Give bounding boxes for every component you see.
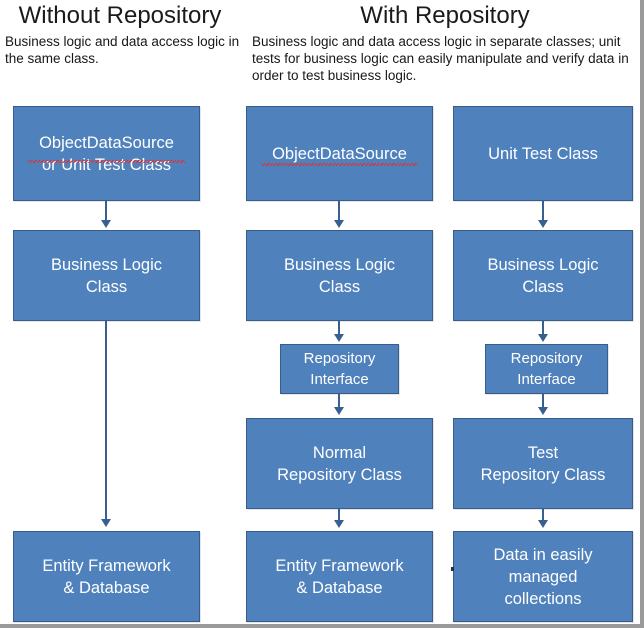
node-label: Business Logic Class [51, 255, 162, 296]
node-label: Unit Test Class [488, 144, 598, 163]
node-label: Entity Framework & Database [275, 556, 404, 597]
node-business-logic-class[interactable]: Business Logic Class [13, 230, 200, 321]
node-label: Business Logic Class [284, 255, 395, 296]
column-title-without-repository: Without Repository [18, 2, 222, 29]
column-description-without-repository: Business logic and data access logic in … [5, 34, 240, 66]
arrow-head-icon [538, 334, 548, 342]
node-unit-test-class[interactable]: Unit Test Class [453, 106, 633, 201]
node-label: ObjectDataSource [272, 144, 407, 163]
node-test-repository-class[interactable]: Test Repository Class [453, 418, 633, 509]
node-business-logic-class[interactable]: Business Logic Class [246, 230, 433, 321]
arrow-head-icon [334, 407, 344, 415]
node-business-logic-class[interactable]: Business Logic Class [453, 230, 633, 321]
arrow-head-icon [538, 407, 548, 415]
arrow-line [542, 509, 544, 523]
arrow-head-icon [334, 220, 344, 228]
node-objectdatasource[interactable]: ObjectDataSource [246, 106, 433, 201]
node-label: ObjectDataSource or Unit Test Class [39, 133, 174, 174]
node-objectdatasource-or-unit-test-class[interactable]: ObjectDataSource or Unit Test Class [13, 106, 200, 201]
arrow-head-icon [101, 519, 111, 527]
arrow-head-icon [101, 220, 111, 228]
arrow-line [338, 321, 340, 337]
arrow-head-icon [334, 520, 344, 528]
node-repository-interface[interactable]: Repository Interface [280, 344, 399, 394]
node-label: Business Logic Class [487, 255, 599, 296]
image-artifact-dot [451, 567, 454, 571]
node-label: Repository Interface [510, 350, 583, 388]
arrow-line [542, 394, 544, 410]
node-label: Test Repository Class [480, 443, 606, 484]
node-label: Normal Repository Class [277, 443, 402, 484]
arrow-line [542, 321, 544, 337]
node-normal-repository-class[interactable]: Normal Repository Class [246, 418, 433, 509]
node-label: Repository Interface [303, 350, 376, 388]
arrow-line-long [105, 321, 107, 521]
node-repository-interface[interactable]: Repository Interface [485, 344, 608, 394]
arrow-line [105, 201, 107, 223]
column-description-with-repository: Business logic and data access logic in … [252, 34, 629, 83]
arrow-line [338, 509, 340, 523]
arrow-line [338, 394, 340, 410]
node-label: Data in easily managed collections [493, 545, 593, 608]
node-entity-framework-database[interactable]: Entity Framework & Database [13, 531, 200, 622]
arrow-head-icon [334, 334, 344, 342]
arrow-line [542, 201, 544, 223]
column-title-with-repository: With Repository [360, 2, 530, 29]
arrow-head-icon [538, 220, 548, 228]
node-label: Entity Framework & Database [42, 556, 171, 597]
node-data-in-easily-managed-collections[interactable]: Data in easily managed collections [453, 531, 633, 622]
node-entity-framework-database[interactable]: Entity Framework & Database [246, 531, 433, 622]
arrow-line [338, 201, 340, 223]
arrow-head-icon [538, 520, 548, 528]
